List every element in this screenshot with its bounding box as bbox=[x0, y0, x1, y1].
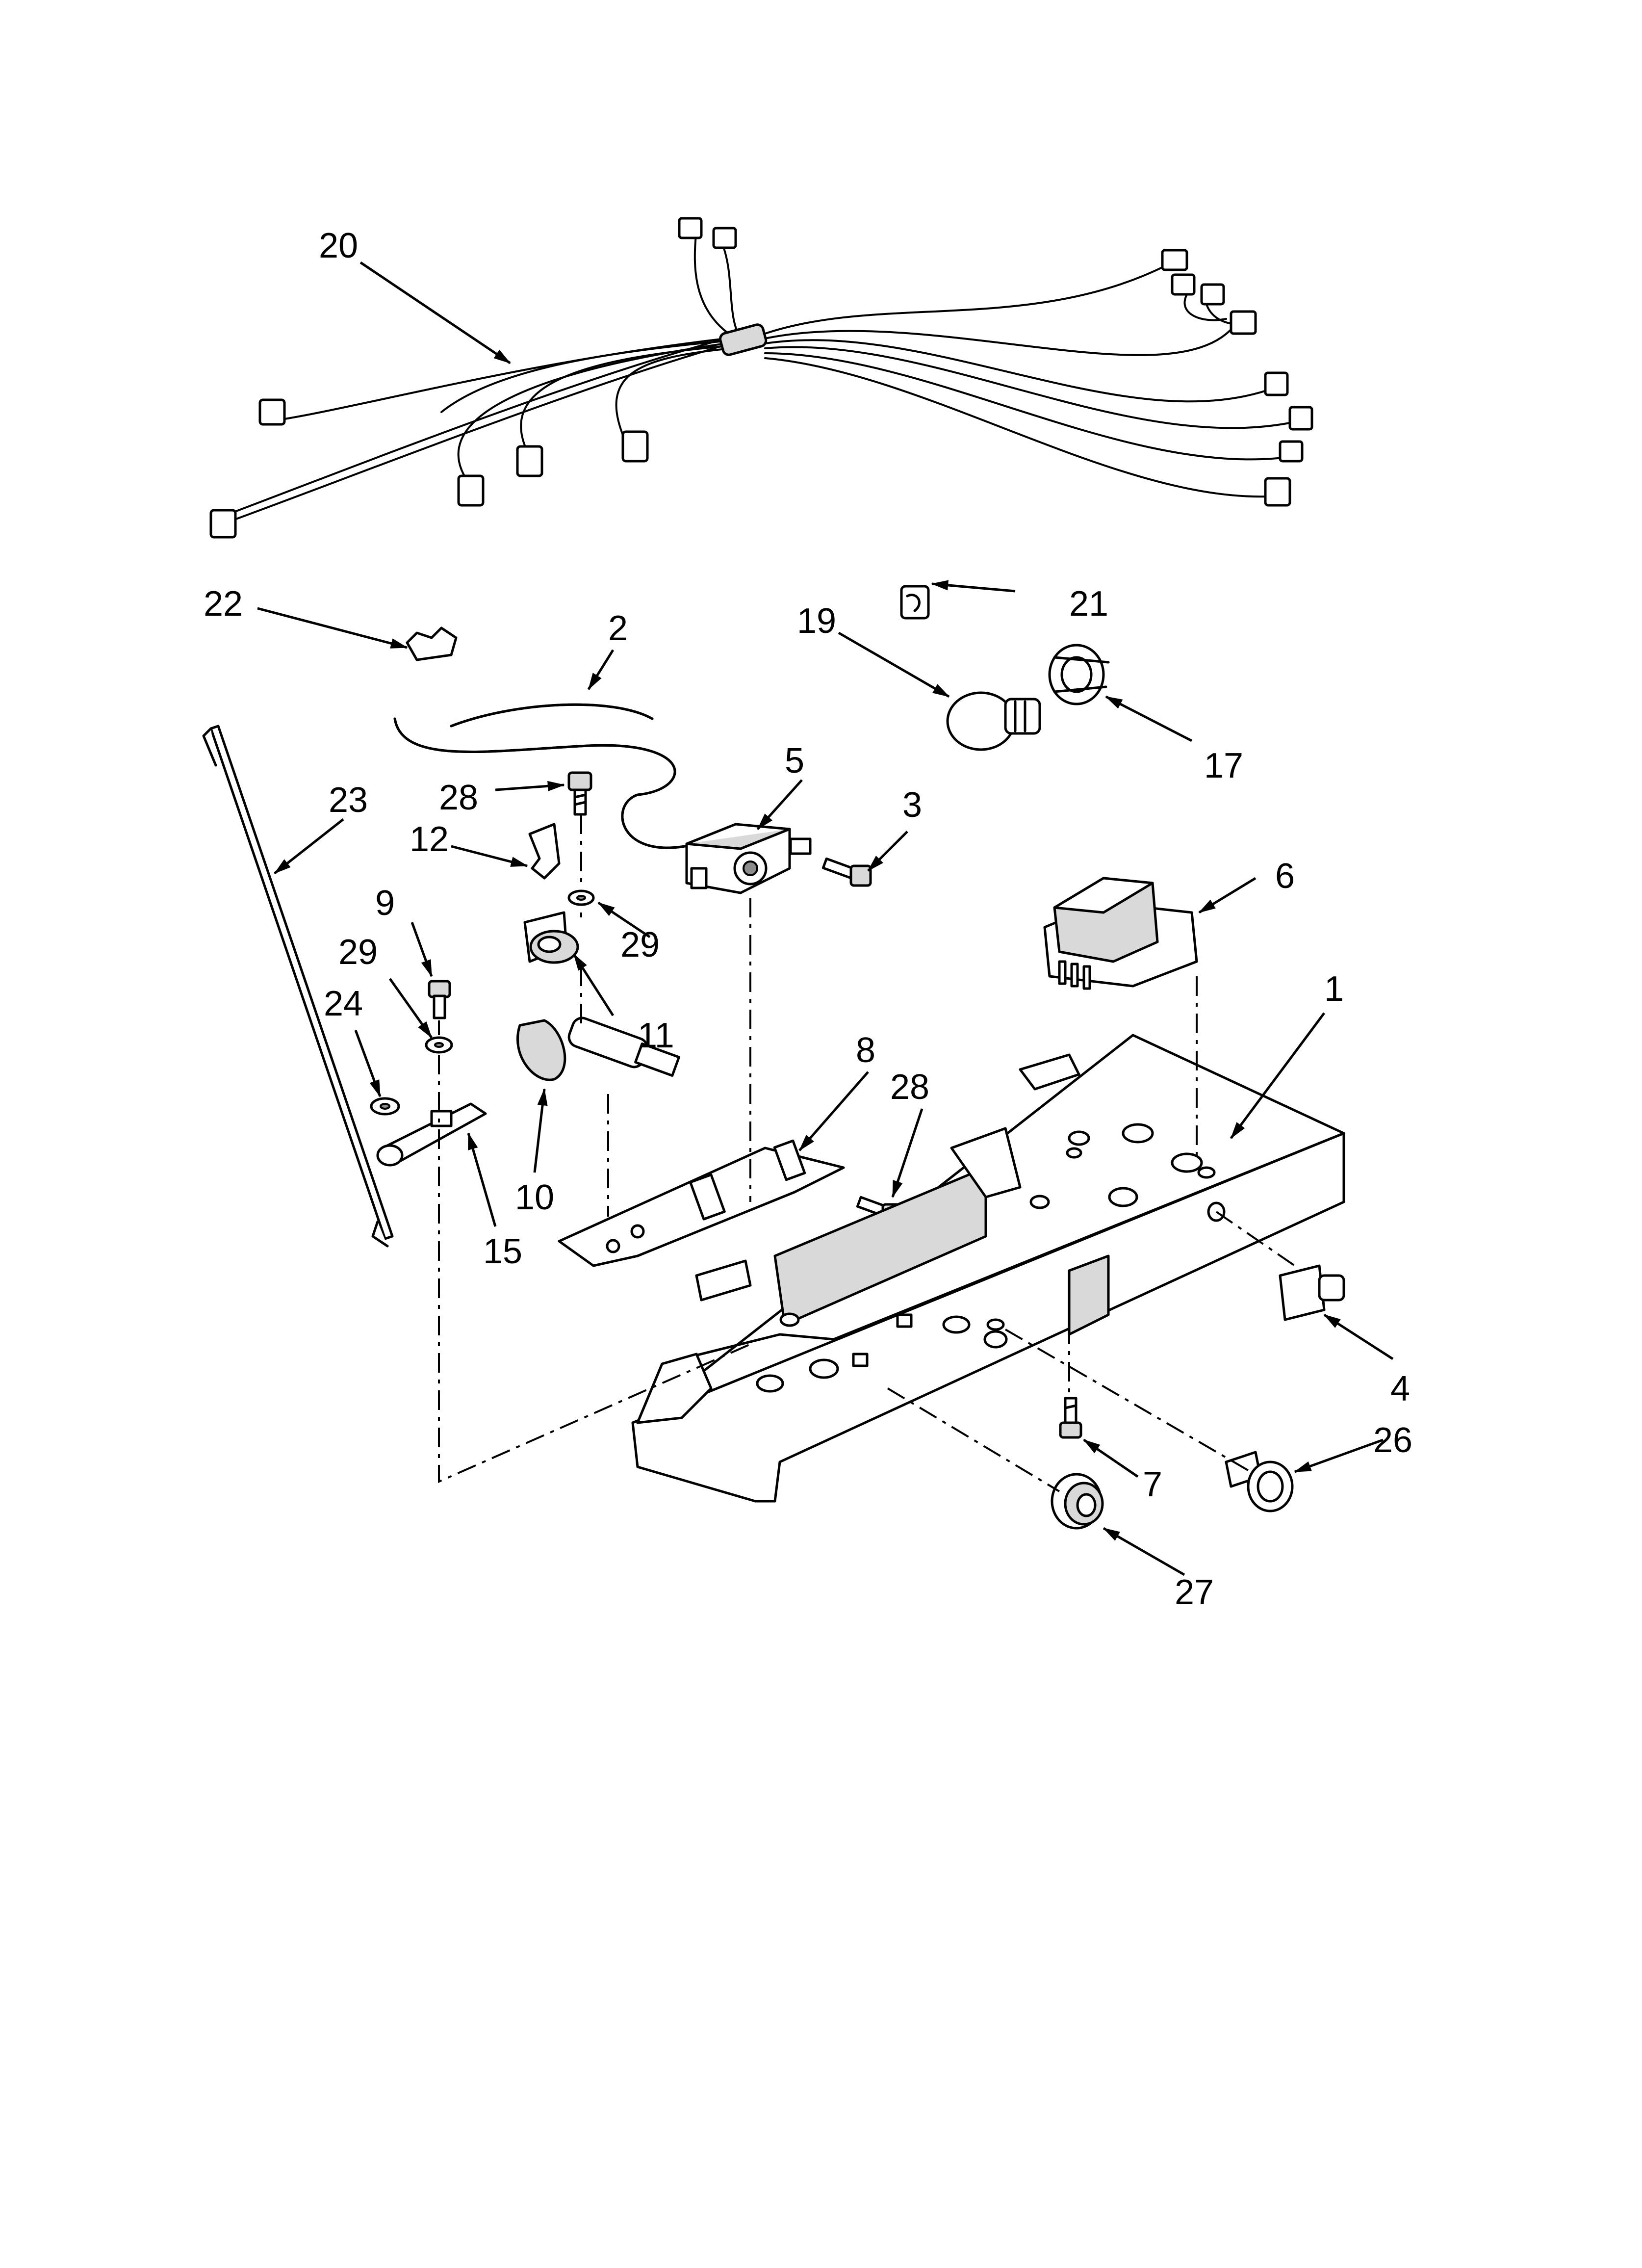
screw-part-28-top bbox=[567, 771, 592, 816]
clip-part-22 bbox=[406, 626, 458, 661]
callout-21: 21 bbox=[1069, 584, 1108, 624]
callout-5: 5 bbox=[785, 741, 804, 781]
light-bulb-part-19 bbox=[946, 691, 1041, 751]
callout-9: 9 bbox=[375, 884, 395, 923]
callout-12: 12 bbox=[410, 820, 449, 859]
washer-part-24 bbox=[370, 1097, 400, 1116]
callout-19: 19 bbox=[797, 601, 836, 641]
screw-part-3 bbox=[821, 857, 872, 887]
callout-7: 7 bbox=[1143, 1465, 1162, 1504]
callout-8: 8 bbox=[856, 1031, 875, 1070]
callout-27: 27 bbox=[1175, 1573, 1214, 1612]
callout-28-top: 28 bbox=[439, 778, 478, 817]
callout-15: 15 bbox=[483, 1232, 522, 1271]
control-part-5 bbox=[685, 823, 812, 894]
callout-4: 4 bbox=[1390, 1369, 1410, 1408]
wire-harness-part-20 bbox=[209, 217, 1313, 539]
lamp-socket-part-17 bbox=[1048, 644, 1110, 705]
tube-part-2 bbox=[393, 703, 698, 849]
control-housing-part-1 bbox=[631, 1034, 1345, 1503]
callout-3: 3 bbox=[902, 785, 922, 825]
bracket-part-8 bbox=[558, 1139, 845, 1267]
transformer-part-6 bbox=[1043, 877, 1198, 990]
callout-17: 17 bbox=[1204, 746, 1243, 785]
lever-part-15 bbox=[376, 1102, 487, 1167]
callout-23: 23 bbox=[329, 781, 368, 820]
callout-10: 10 bbox=[515, 1178, 554, 1217]
grommet-part-27 bbox=[1051, 1473, 1104, 1530]
callout-28-middle: 28 bbox=[890, 1068, 929, 1107]
callout-11: 11 bbox=[638, 1016, 674, 1055]
screw-part-9 bbox=[428, 980, 451, 1019]
callout-1: 1 bbox=[1324, 969, 1344, 1009]
washer-part-29-right bbox=[567, 889, 595, 906]
lamp-socket-clip-part-21 bbox=[900, 585, 930, 620]
callout-6: 6 bbox=[1275, 857, 1295, 896]
knob-shaft-part-10 bbox=[516, 1017, 680, 1081]
callout-29-right: 29 bbox=[620, 925, 660, 965]
callout-22: 22 bbox=[204, 584, 243, 624]
lamp-holder-part-26 bbox=[1225, 1451, 1294, 1512]
assembly-lines bbox=[438, 814, 1296, 1492]
clip-part-12 bbox=[528, 823, 561, 880]
callout-26: 26 bbox=[1373, 1421, 1412, 1460]
callout-24: 24 bbox=[324, 984, 363, 1023]
switch-part-4 bbox=[1279, 1264, 1345, 1321]
washer-part-29-left bbox=[425, 1036, 453, 1054]
callout-29-left: 29 bbox=[338, 933, 378, 972]
callout-2: 2 bbox=[608, 609, 628, 648]
strip-part-23 bbox=[202, 725, 394, 1248]
screw-part-7 bbox=[1059, 1397, 1082, 1439]
leader-arrows bbox=[257, 261, 1394, 1576]
bracket-part-11 bbox=[523, 911, 579, 964]
callout-labels: 20 22 2 21 19 17 23 28 5 3 12 6 9 29 29 … bbox=[204, 226, 1412, 1612]
callout-20: 20 bbox=[319, 226, 358, 265]
